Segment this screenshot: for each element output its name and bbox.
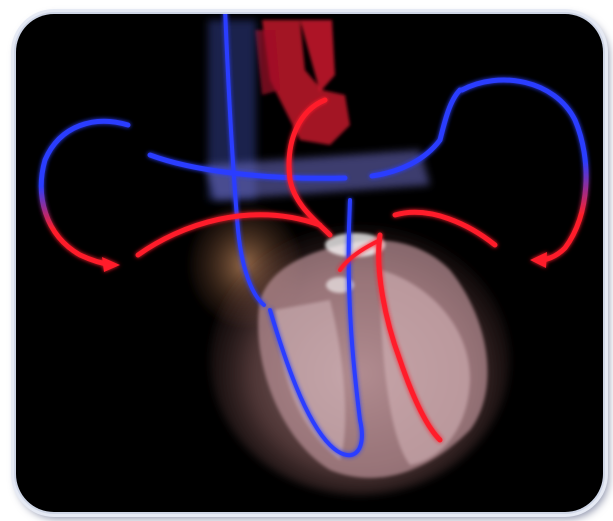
arrowhead-right xyxy=(530,252,547,268)
heart-ventricles xyxy=(210,225,510,495)
arrowhead-left xyxy=(102,257,120,272)
aorta-vessel xyxy=(255,20,350,145)
right-pulmonary-loop xyxy=(462,80,586,268)
left-pulmonary-loop xyxy=(41,121,128,272)
